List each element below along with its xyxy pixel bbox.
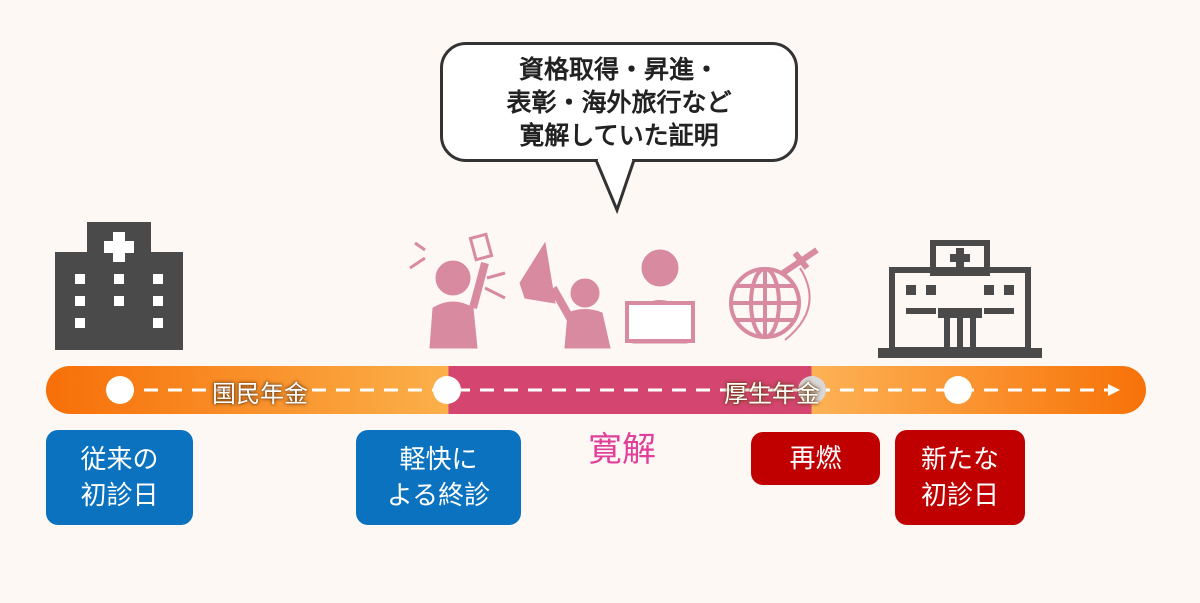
bubble-line: 寛解していた証明 [519,120,719,150]
national-pension-label: 国民年金 [212,380,308,408]
event-line: 軽快に [399,444,478,475]
event-box-new-visit: 新たな 初診日 [895,430,1025,525]
globe-airplane-icon [729,247,819,341]
timeline-point-new-visit [944,376,972,404]
life-events-icons [409,232,819,349]
timeline-point-end-treatment [433,376,461,404]
event-line: 新たな [920,444,999,475]
clinic-building-icon [55,222,183,350]
speech-bubble-tail [594,158,636,215]
bubble-line: 資格取得・昇進・ [518,54,719,84]
bubble-line: 表彰・海外旅行など [506,87,732,117]
event-line: 初診日 [920,480,999,511]
timeline-point-relapse [798,376,826,404]
speech-bubble: 資格取得・昇進・ 表彰・海外旅行など 寛解していた証明 [440,42,798,162]
timeline-point-first-visit [106,376,134,404]
event-box-first-visit: 従来の 初診日 [46,430,193,525]
timeline-dashed-arrow [120,384,1120,396]
employee-pension-label: 厚生年金 [724,380,820,408]
event-box-relapse: 再燃 [751,432,880,485]
event-line: 従来の [80,444,159,475]
event-box-end-treatment: 軽快に よる終診 [356,430,521,525]
hospital-building-icon [878,240,1042,358]
event-line: 再燃 [789,443,842,474]
award-person-icon [519,241,611,349]
promotion-person-icon [625,249,695,344]
event-line: 初診日 [80,480,159,511]
certificate-person-icon [409,232,506,349]
event-line: よる終診 [386,480,491,511]
remission-label: 寛解 [588,430,656,470]
